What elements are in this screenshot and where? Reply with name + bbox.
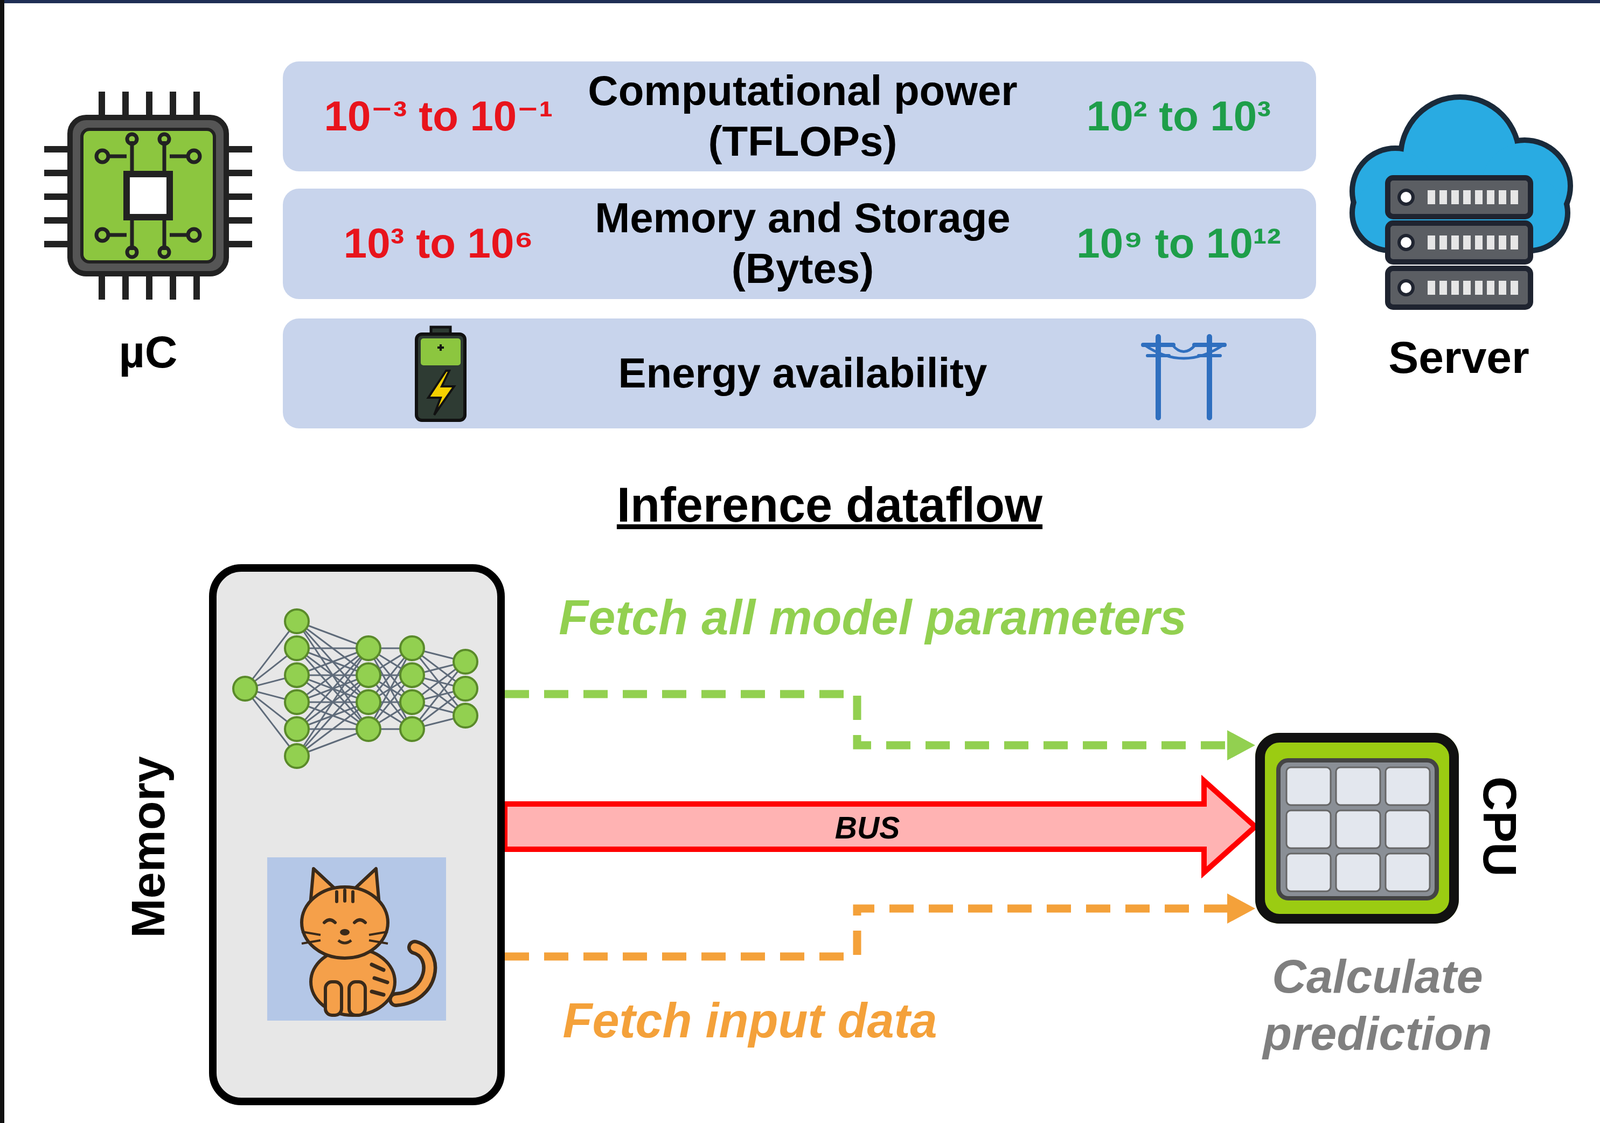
- microcontroller-icon: [57, 104, 240, 287]
- section-title: Inference dataflow: [616, 475, 1043, 534]
- value-range: 10⁹ to 10¹²: [1076, 218, 1281, 269]
- band-fills: [282, 61, 1317, 429]
- spec-band: Energy availability: [282, 318, 1317, 429]
- value-range: 10² to 10³: [1086, 91, 1271, 142]
- edge-label: Fetch all model parameters: [558, 588, 1187, 647]
- box-heading: Memory: [119, 755, 177, 938]
- value-range: 10⁻³ to 10⁻¹: [324, 91, 554, 142]
- band-heading: Memory and Storage (Bytes): [544, 192, 1062, 294]
- edge-label: BUS: [835, 809, 900, 846]
- edge-label: Fetch input data: [562, 991, 938, 1050]
- frame-left: [0, 0, 5, 1123]
- memory-box: Memory: [209, 564, 505, 1105]
- band-heading: Energy availability: [544, 348, 1062, 399]
- value-range: 10³ to 10⁶: [343, 218, 534, 269]
- memory-fill: [209, 564, 505, 1105]
- cpu-box: CPUCalculate prediction: [1255, 732, 1459, 924]
- device-label: µC: [118, 324, 178, 380]
- battery-icon: [416, 327, 465, 421]
- dataflow-arrow: [504, 893, 1256, 957]
- server-cloud-icon: [1354, 99, 1568, 308]
- cat-picture: [267, 857, 447, 1021]
- box-caption: Calculate prediction: [1210, 947, 1545, 1062]
- cpu-chip-fill: [1255, 732, 1459, 924]
- spec-band: 10⁻³ to 10⁻¹Computational power (TFLOPs)…: [282, 61, 1317, 172]
- spec-band: 10³ to 10⁶Memory and Storage (Bytes) 10⁹ …: [282, 188, 1317, 299]
- device-label: Server: [1388, 330, 1530, 385]
- power-line-icon: [1143, 336, 1225, 418]
- frame-top: [0, 0, 1600, 4]
- neural-network-icon: [233, 609, 478, 768]
- dataflow-arrow: [504, 693, 1256, 761]
- bus-arrow: [504, 780, 1256, 873]
- box-heading: CPU: [1471, 776, 1529, 877]
- band-heading: Computational power (TFLOPs): [544, 65, 1062, 167]
